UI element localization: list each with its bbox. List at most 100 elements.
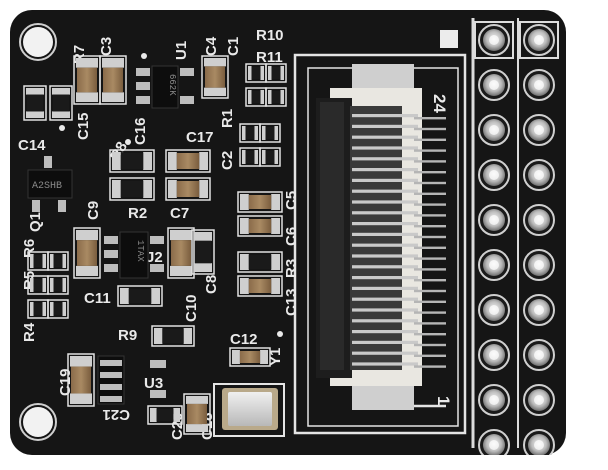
header-pin bbox=[478, 159, 510, 191]
polarity-dot bbox=[277, 331, 283, 337]
capacitor bbox=[237, 275, 283, 297]
resistor bbox=[151, 325, 195, 347]
fpc-pin bbox=[352, 243, 418, 247]
fpc-pin bbox=[352, 178, 418, 182]
resistor bbox=[117, 285, 163, 307]
header-pin bbox=[523, 429, 555, 461]
label-c5: C5 bbox=[283, 191, 300, 210]
header-pin bbox=[523, 24, 555, 56]
label-pin1: 1 bbox=[434, 396, 453, 405]
fpc-pin bbox=[352, 222, 418, 226]
header-pin bbox=[478, 114, 510, 146]
fpc-pin bbox=[352, 319, 418, 323]
fpc-pin bbox=[352, 340, 418, 344]
board-outline bbox=[10, 10, 566, 455]
ic-j2: 1TAX bbox=[104, 231, 164, 279]
header-pin bbox=[478, 429, 510, 461]
resistor bbox=[49, 85, 73, 121]
capacitor bbox=[73, 227, 101, 279]
fpc-pin bbox=[352, 276, 418, 280]
label-c16: C16 bbox=[132, 117, 149, 145]
chip-u1-marking: 662K bbox=[167, 74, 177, 96]
fpc-pad bbox=[414, 300, 446, 303]
polarity-dot bbox=[125, 139, 131, 145]
pin-header bbox=[471, 18, 559, 448]
label-r6: R6 bbox=[21, 239, 38, 258]
header-pin bbox=[478, 384, 510, 416]
capacitor bbox=[165, 177, 211, 201]
fpc-pin bbox=[352, 146, 418, 150]
header-pin bbox=[523, 339, 555, 371]
header-pin bbox=[478, 69, 510, 101]
fpc-pin bbox=[352, 362, 418, 366]
fpc-pad bbox=[414, 343, 446, 347]
label-c15: C15 bbox=[75, 112, 92, 140]
fpc-pad bbox=[414, 235, 446, 239]
fpc-pad bbox=[414, 333, 446, 336]
header-pin bbox=[478, 204, 510, 236]
fpc-pad bbox=[414, 160, 446, 163]
fpc-pin bbox=[352, 211, 418, 215]
resistor bbox=[109, 177, 155, 201]
fpc-pin bbox=[352, 351, 418, 355]
label-r11: R11 bbox=[256, 49, 283, 66]
capacitor bbox=[73, 55, 101, 105]
resistor bbox=[259, 123, 281, 143]
label-c7: C7 bbox=[170, 205, 189, 222]
fpc-pad bbox=[414, 127, 446, 131]
resistor bbox=[259, 147, 281, 167]
fpc-pin bbox=[352, 254, 418, 258]
mounting-hole-bottom-left bbox=[23, 407, 53, 437]
passive-components bbox=[23, 53, 287, 435]
capacitor bbox=[201, 55, 229, 99]
resistor bbox=[47, 251, 69, 271]
pcb-drawing: R7 C3 U1 C4 C1 R10 R11 C14 C15 C16 R8 C1… bbox=[10, 10, 566, 461]
fpc-pin bbox=[352, 124, 418, 128]
ic-q1: A2SHB bbox=[27, 156, 73, 212]
resistor bbox=[265, 63, 287, 83]
capacitor bbox=[165, 149, 211, 173]
label-pin24: 24 bbox=[430, 94, 449, 113]
header-pin bbox=[523, 69, 555, 101]
fpc-pad bbox=[414, 181, 446, 185]
fpc-pin bbox=[352, 189, 418, 193]
fpc-pad bbox=[414, 246, 446, 249]
fpc-pad bbox=[414, 322, 446, 325]
fpc-pin bbox=[352, 135, 418, 139]
resistor bbox=[265, 87, 287, 107]
capacitor bbox=[237, 215, 283, 237]
label-r9: R9 bbox=[118, 327, 137, 344]
fpc-pad bbox=[414, 203, 446, 206]
label-c3: C3 bbox=[98, 37, 115, 56]
fpc-pad bbox=[414, 214, 446, 217]
header-pin bbox=[523, 384, 555, 416]
fpc-pad bbox=[414, 354, 446, 357]
ic-u1: 662K bbox=[136, 65, 194, 109]
fpc-pin bbox=[352, 297, 418, 301]
capacitor bbox=[99, 55, 127, 105]
fpc-pad bbox=[414, 289, 446, 293]
header-pins bbox=[478, 24, 555, 461]
fpc-pin bbox=[352, 308, 418, 312]
fpc-pad bbox=[414, 279, 446, 282]
label-u1: U1 bbox=[173, 41, 190, 60]
fpc-pad bbox=[414, 171, 446, 174]
ic-u3 bbox=[97, 355, 166, 405]
header-pin bbox=[523, 294, 555, 326]
label-c6: C6 bbox=[283, 227, 300, 246]
capacitor bbox=[237, 191, 283, 213]
polarity-dot bbox=[141, 53, 147, 59]
label-r10: R10 bbox=[256, 27, 284, 44]
label-r2: R2 bbox=[128, 205, 147, 222]
label-c19: C19 bbox=[57, 368, 74, 396]
label-r4: R4 bbox=[21, 322, 38, 342]
resistor bbox=[47, 275, 69, 295]
label-c4: C4 bbox=[203, 36, 220, 56]
label-c21: C21 bbox=[102, 406, 130, 423]
capacitor bbox=[67, 353, 95, 407]
header-pin bbox=[523, 159, 555, 191]
resistor bbox=[47, 299, 69, 319]
pcb-board: R7 C3 U1 C4 C1 R10 R11 C14 C15 C16 R8 C1… bbox=[10, 10, 566, 461]
label-c17: C17 bbox=[186, 129, 214, 146]
capacitor bbox=[167, 227, 195, 279]
